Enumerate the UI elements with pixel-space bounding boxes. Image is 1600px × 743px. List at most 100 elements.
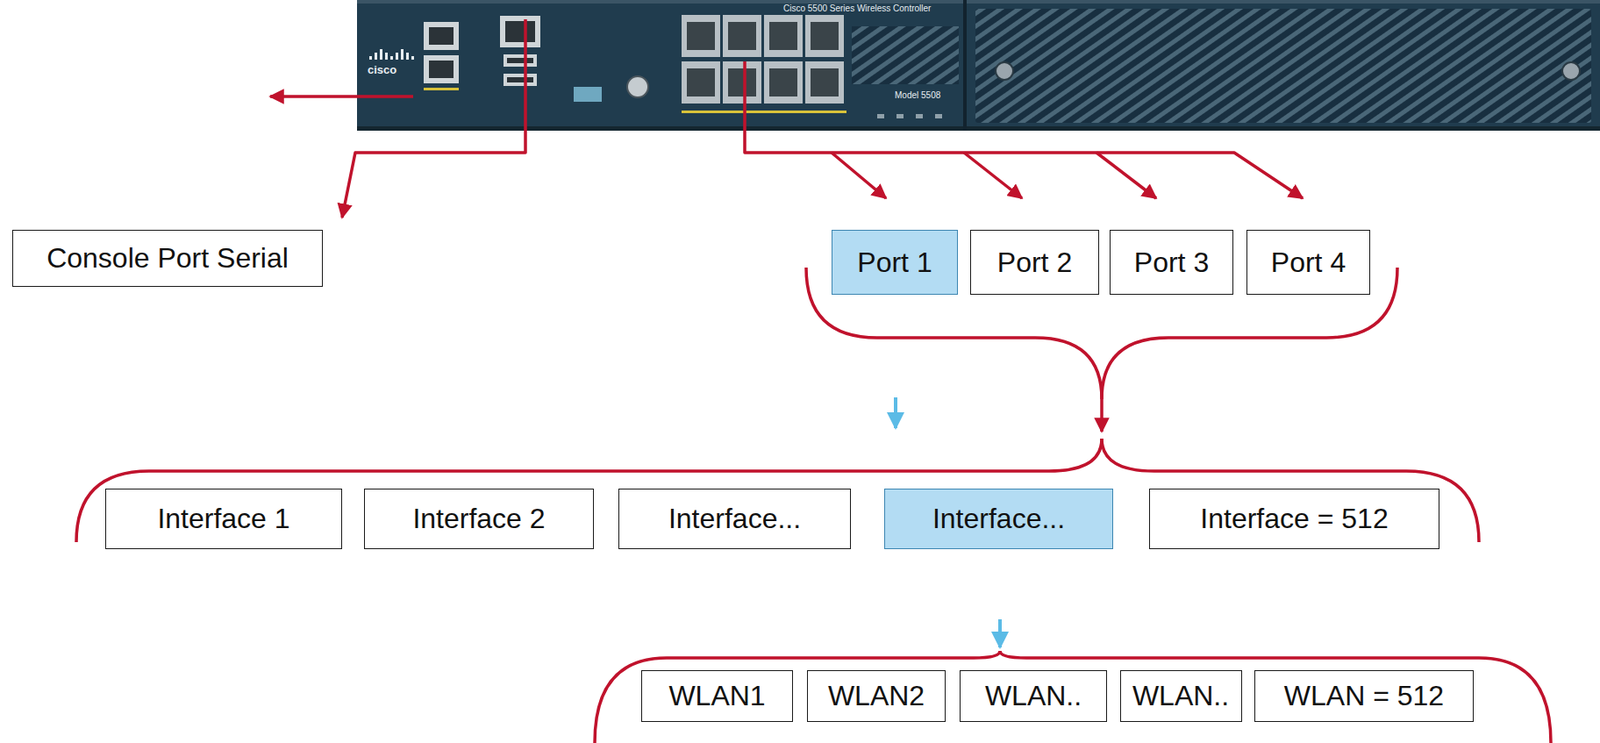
wlan-box: WLAN1 bbox=[641, 670, 793, 722]
sfp-ports bbox=[686, 68, 715, 97]
sfp-ports bbox=[769, 68, 798, 97]
box-label: Port 1 bbox=[857, 246, 932, 279]
rj45-ports bbox=[423, 55, 459, 84]
rj45-ports bbox=[507, 57, 534, 64]
rj45-ports bbox=[503, 73, 537, 86]
rj45-ports bbox=[500, 15, 541, 48]
sfp-ports bbox=[805, 61, 844, 104]
screw bbox=[995, 62, 1014, 80]
interface-box: Interface 1 bbox=[105, 488, 343, 550]
interface-box: Interface... bbox=[618, 488, 851, 550]
rj45-ports bbox=[428, 60, 454, 79]
rj45-ports bbox=[507, 77, 534, 83]
box-label: WLAN2 bbox=[828, 679, 925, 713]
sfp-ports bbox=[728, 21, 757, 50]
interface-box: Interface = 512 bbox=[1149, 488, 1440, 550]
box-label: WLAN = 512 bbox=[1284, 679, 1444, 713]
vent-grille bbox=[975, 8, 1592, 123]
wlan-box: WLAN2 bbox=[807, 670, 946, 722]
sfp-ports bbox=[810, 21, 839, 50]
box-label: WLAN.. bbox=[1132, 679, 1229, 713]
box-label: Port 4 bbox=[1271, 246, 1346, 279]
wlan-box: WLAN = 512 bbox=[1254, 670, 1474, 722]
brackets bbox=[1100, 399, 1104, 432]
wlan-box: WLAN.. bbox=[959, 670, 1108, 722]
port-box: Port 2 bbox=[970, 229, 1100, 295]
red-arrows bbox=[270, 19, 1303, 218]
logo-bars bbox=[390, 56, 393, 60]
logo-bars bbox=[374, 52, 378, 60]
red-arrows bbox=[831, 152, 886, 199]
logo-bars bbox=[369, 56, 372, 60]
brand-logo: cisco bbox=[367, 64, 397, 76]
red-arrows bbox=[270, 94, 414, 99]
mini-usb-port bbox=[573, 86, 602, 102]
port-box: Port 4 bbox=[1246, 229, 1371, 295]
sfp-ports bbox=[722, 61, 762, 104]
sfp-ports bbox=[728, 68, 757, 97]
logo-bars bbox=[406, 52, 409, 60]
red-arrows bbox=[342, 19, 526, 218]
brackets bbox=[76, 267, 1551, 743]
sfp-ports bbox=[681, 14, 721, 58]
logo-bars bbox=[369, 49, 415, 60]
red-arrows bbox=[1096, 152, 1157, 199]
reset-button bbox=[627, 76, 649, 98]
wlan-box: WLAN.. bbox=[1120, 670, 1243, 722]
red-arrows bbox=[964, 152, 1022, 199]
box-label: Interface... bbox=[932, 502, 1065, 536]
box-label: Interface 2 bbox=[412, 502, 545, 536]
wireless-controller bbox=[357, 0, 1600, 4]
interface-box: Interface... bbox=[884, 488, 1114, 550]
rj45-ports bbox=[505, 21, 536, 43]
sfp-ports bbox=[764, 61, 803, 104]
red-arrows bbox=[744, 61, 1303, 199]
logo-bars bbox=[411, 56, 415, 60]
blue-arrows bbox=[893, 397, 898, 429]
box-label: WLAN.. bbox=[985, 679, 1082, 713]
rj45-ports bbox=[428, 27, 454, 45]
brackets bbox=[594, 650, 1000, 743]
box-label: Interface... bbox=[668, 502, 801, 536]
box-label: Port 2 bbox=[997, 246, 1072, 279]
status-leds bbox=[915, 114, 923, 119]
sfp-ports bbox=[681, 61, 721, 104]
wireless-controller bbox=[357, 0, 1600, 131]
sfp-ports bbox=[681, 110, 847, 114]
port-box: Port 1 bbox=[831, 229, 958, 295]
console-port-box: Console Port Serial bbox=[12, 229, 323, 287]
box-label: Interface = 512 bbox=[1200, 502, 1388, 536]
sfp-ports bbox=[686, 21, 715, 50]
status-leds bbox=[877, 114, 885, 119]
rj45-ports bbox=[423, 21, 459, 50]
box-label: Console Port Serial bbox=[46, 242, 289, 275]
rj45-ports bbox=[503, 54, 537, 67]
model-number: Model 5508 bbox=[894, 91, 941, 100]
logo-bars bbox=[379, 49, 383, 60]
logo-bars bbox=[385, 52, 388, 60]
rj45-ports bbox=[423, 15, 541, 91]
wireless-controller bbox=[357, 126, 1600, 131]
blue-arrows bbox=[998, 619, 1002, 648]
model-series-text: Cisco 5500 Series Wireless Controller bbox=[783, 4, 931, 14]
logo-bars bbox=[400, 49, 404, 60]
sfp-ports bbox=[764, 14, 803, 58]
screw bbox=[1562, 62, 1580, 80]
sfp-ports bbox=[681, 14, 847, 114]
sfp-ports bbox=[810, 68, 839, 97]
logo-bars bbox=[395, 52, 399, 60]
port-box: Port 3 bbox=[1109, 229, 1234, 295]
status-leds bbox=[877, 114, 943, 119]
wireless-controller bbox=[357, 0, 1600, 131]
interface-box: Interface 2 bbox=[364, 488, 594, 550]
box-label: WLAN1 bbox=[668, 679, 765, 713]
sfp-ports bbox=[769, 21, 798, 50]
wireless-controller bbox=[963, 0, 967, 131]
rj45-ports bbox=[423, 87, 459, 91]
sfp-ports bbox=[722, 14, 762, 58]
